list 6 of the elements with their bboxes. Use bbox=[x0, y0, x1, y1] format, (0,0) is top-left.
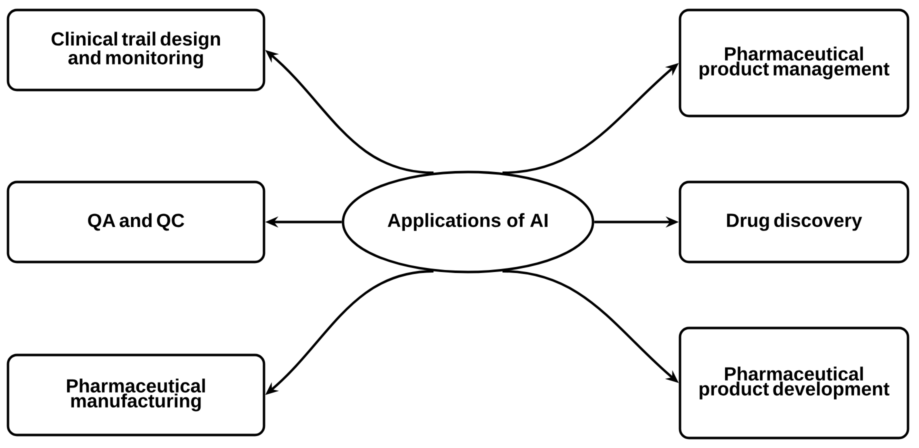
application-box: Clinical trail design and monitoring bbox=[6, 8, 266, 92]
application-box: Pharmaceutical product development bbox=[678, 326, 910, 440]
application-box: QA and QC bbox=[6, 180, 266, 264]
application-box: Pharmaceutical product management bbox=[678, 8, 910, 118]
application-box: Pharmaceutical manufacturing bbox=[6, 354, 266, 436]
application-box: Drug discovery bbox=[678, 180, 910, 264]
